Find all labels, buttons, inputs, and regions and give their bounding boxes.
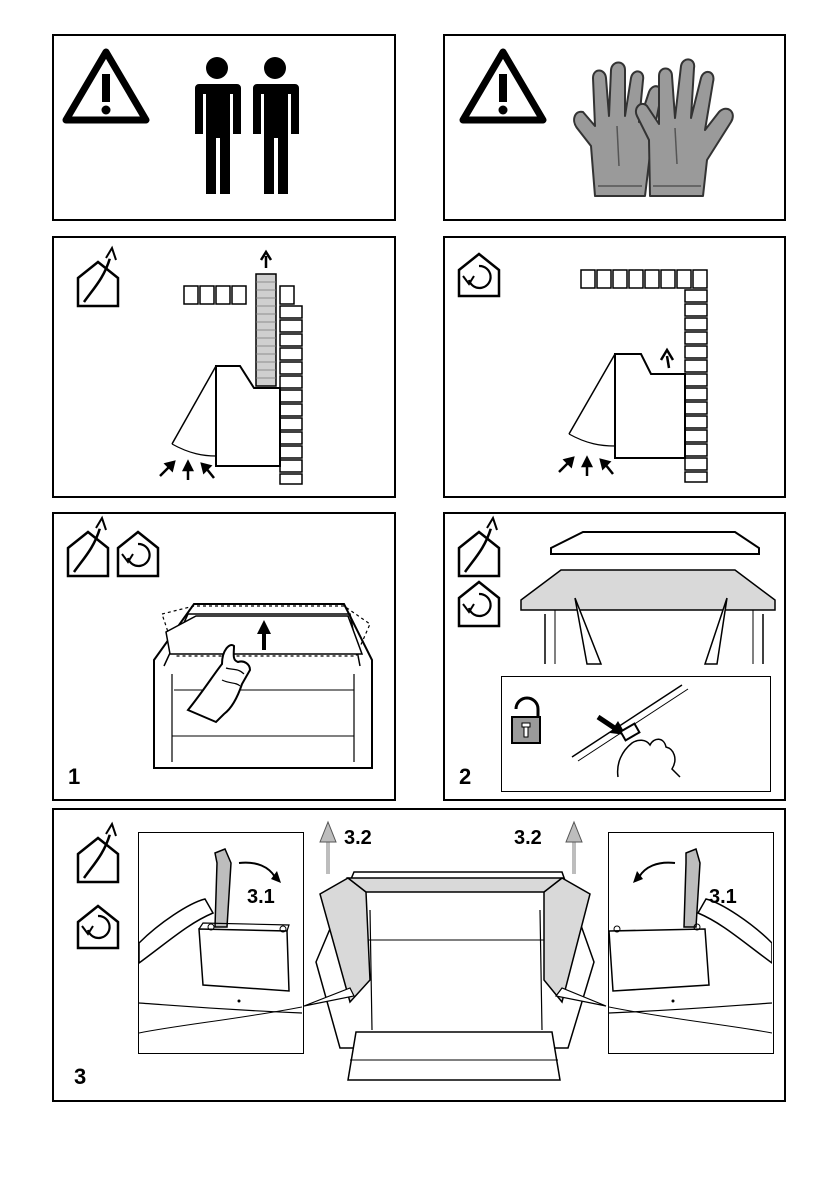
panel-two-persons-warning bbox=[52, 34, 396, 221]
panel-gloves-warning bbox=[443, 34, 786, 221]
step-number: 3 bbox=[74, 1066, 86, 1088]
filter-removal-diagram bbox=[54, 514, 394, 799]
latch-release-hand-diagram bbox=[502, 677, 769, 790]
panel-step-2: 2 bbox=[443, 512, 786, 801]
panel-step-3: 3.1 3.1 3.2 3. bbox=[52, 808, 786, 1102]
two-persons-icon bbox=[54, 36, 394, 219]
protective-gloves-icon bbox=[445, 36, 784, 219]
panel-ducted-mode bbox=[52, 236, 396, 498]
left-lift-label: 3.2 bbox=[344, 828, 372, 848]
recirculation-hood-diagram bbox=[445, 238, 784, 496]
right-lift-label: 3.2 bbox=[514, 828, 542, 848]
step-number: 2 bbox=[459, 766, 471, 788]
step-number: 1 bbox=[68, 766, 80, 788]
panel-recirculation-mode bbox=[443, 236, 786, 498]
latch-detail-inset bbox=[501, 676, 771, 792]
panel-step-1: 1 bbox=[52, 512, 396, 801]
ducted-hood-diagram bbox=[54, 238, 394, 496]
hood-lift-diagram bbox=[54, 810, 784, 1100]
